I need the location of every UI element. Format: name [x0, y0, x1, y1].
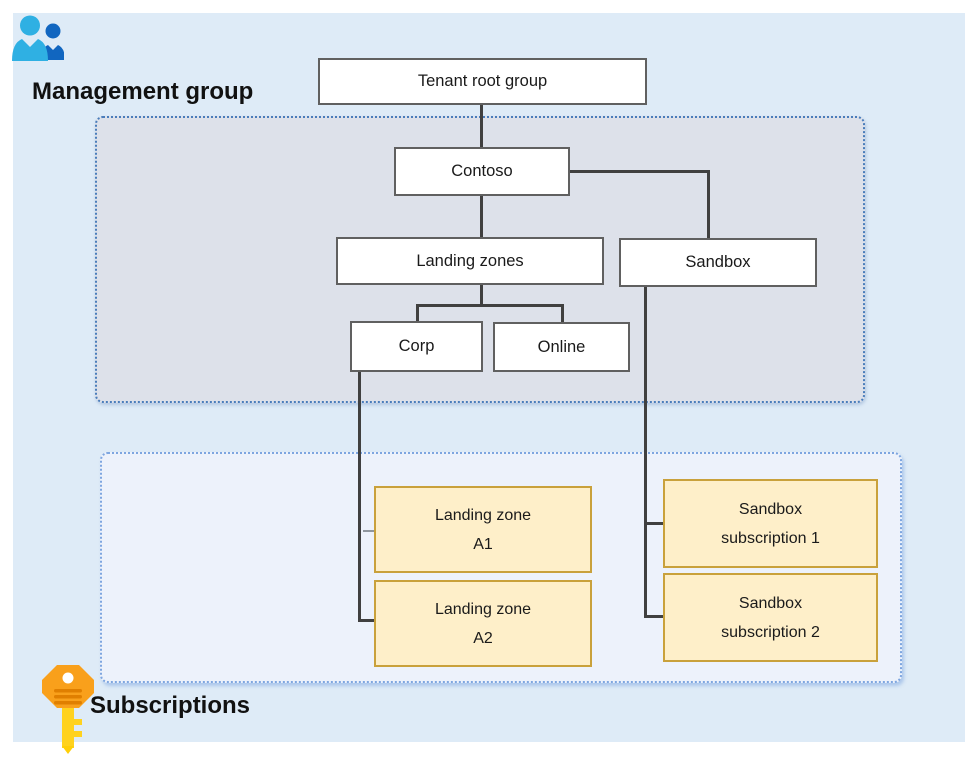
edge-corp-to-a1-stub	[363, 530, 374, 532]
node-label: Sandbox	[685, 253, 751, 271]
node-landing-zone-a2: Landing zone A2	[374, 580, 592, 667]
node-contoso: Contoso	[394, 147, 570, 196]
edge-corp-stem	[358, 372, 361, 622]
edge-tenant-to-contoso	[480, 105, 483, 148]
edge-sandbox-to-sub2	[644, 615, 663, 618]
management-group-title: Management group	[32, 78, 254, 105]
edge-sandbox-to-sub1	[644, 522, 663, 525]
node-sandbox: Sandbox	[619, 238, 817, 287]
people-icon	[10, 14, 65, 69]
node-sandbox-subscription-1: Sandbox subscription 1	[663, 479, 878, 568]
node-label-line1: Sandbox	[738, 594, 803, 612]
node-label-line2: subscription 1	[721, 529, 820, 547]
edge-landing-zones-bar	[416, 304, 564, 307]
subscriptions-title: Subscriptions	[90, 692, 251, 719]
edge-corp-to-a2	[358, 619, 374, 622]
node-label-line2: A2	[473, 629, 493, 647]
key-icon	[40, 664, 96, 758]
node-label-line1: Landing zone	[434, 506, 532, 524]
node-label: Online	[537, 337, 586, 356]
node-label: Corp	[398, 337, 435, 355]
node-label-line1: Landing zone	[434, 600, 532, 618]
node-corp: Corp	[350, 321, 483, 372]
edge-landing-zones-stem	[480, 285, 483, 306]
node-label: Tenant root group	[417, 72, 548, 90]
node-label: Contoso	[451, 162, 513, 180]
node-landing-zones: Landing zones	[336, 237, 604, 285]
node-tenant-root-group: Tenant root group	[318, 58, 647, 105]
edge-contoso-to-sandbox-vertical	[707, 170, 710, 238]
edge-to-corp	[416, 304, 419, 321]
node-sandbox-subscription-2: Sandbox subscription 2	[663, 573, 878, 662]
edge-contoso-to-sandbox-horizontal	[570, 170, 710, 173]
node-label-line2: subscription 2	[721, 623, 820, 641]
node-landing-zone-a1: Landing zone A1	[374, 486, 592, 573]
node-label-line1: Sandbox	[738, 500, 803, 518]
edge-contoso-to-landing-zones	[480, 196, 483, 237]
node-label: Landing zones	[416, 251, 524, 270]
edge-sandbox-stem	[644, 287, 647, 618]
edge-to-online	[561, 304, 564, 322]
node-online: Online	[493, 322, 630, 372]
node-label-line2: A1	[473, 535, 493, 553]
